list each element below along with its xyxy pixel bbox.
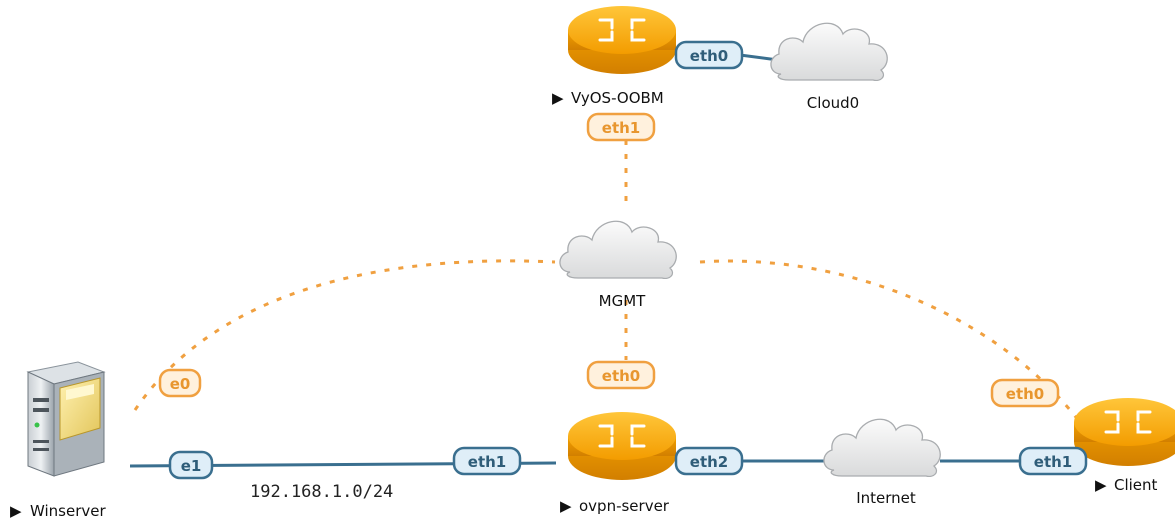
node-cloud0[interactable]: Cloud0 bbox=[770, 22, 888, 112]
router-icon bbox=[566, 4, 678, 76]
svg-text:eth1: eth1 bbox=[602, 119, 640, 137]
node-label-cloud0: Cloud0 bbox=[807, 94, 859, 112]
node-vyos-oobm[interactable]: ▶ VyOS-OOBM bbox=[552, 4, 678, 107]
link-client-mgmt[interactable] bbox=[699, 259, 1092, 437]
svg-text:eth0: eth0 bbox=[1006, 385, 1044, 403]
node-winserver[interactable]: ▶ Winserver bbox=[10, 361, 106, 520]
svg-text:eth0: eth0 bbox=[602, 367, 640, 385]
interface-badge-ovpn-eth2[interactable]: eth2 bbox=[674, 446, 744, 476]
node-label-ovpn-server: ovpn-server bbox=[579, 497, 670, 515]
interface-badge-client-eth0[interactable]: eth0 bbox=[990, 378, 1060, 408]
cloud-icon bbox=[770, 22, 888, 82]
cloud-icon bbox=[823, 418, 941, 478]
router-icon bbox=[1072, 396, 1175, 468]
cloud-icon bbox=[559, 220, 677, 280]
svg-text:e1: e1 bbox=[181, 457, 202, 475]
play-icon: ▶ bbox=[10, 502, 22, 520]
svg-text:eth0: eth0 bbox=[690, 47, 728, 65]
network-label-lan: 192.168.1.0/24 bbox=[250, 482, 393, 502]
interface-badge-ovpn-eth1[interactable]: eth1 bbox=[452, 446, 522, 476]
router-icon bbox=[566, 410, 678, 482]
interface-badge-vyos-eth1[interactable]: eth1 bbox=[586, 112, 656, 142]
play-icon: ▶ bbox=[1095, 476, 1107, 494]
node-label-internet: Internet bbox=[856, 489, 916, 507]
node-internet[interactable]: Internet bbox=[823, 418, 941, 507]
interface-badge-client-eth1[interactable]: eth1 bbox=[1018, 446, 1088, 476]
node-label-mgmt: MGMT bbox=[599, 292, 647, 310]
node-label-winserver: Winserver bbox=[30, 502, 106, 520]
server-icon bbox=[26, 361, 106, 477]
interface-badge-winserver-e0[interactable]: e0 bbox=[158, 368, 202, 398]
node-ovpn-server[interactable]: ▶ ovpn-server bbox=[560, 410, 678, 515]
node-client[interactable]: ▶ Client bbox=[1072, 396, 1175, 494]
svg-text:eth1: eth1 bbox=[468, 453, 506, 471]
interface-badge-ovpn-eth0[interactable]: eth0 bbox=[586, 360, 656, 390]
svg-text:eth2: eth2 bbox=[690, 453, 728, 471]
play-icon: ▶ bbox=[560, 497, 572, 515]
play-icon: ▶ bbox=[552, 89, 564, 107]
interface-badge-vyos-eth0[interactable]: eth0 bbox=[674, 40, 744, 70]
node-mgmt[interactable]: MGMT bbox=[559, 220, 677, 310]
link-winserver-mgmt[interactable] bbox=[133, 259, 556, 411]
node-label-vyos-oobm: VyOS-OOBM bbox=[571, 89, 664, 107]
interface-badge-winserver-e1[interactable]: e1 bbox=[168, 450, 214, 480]
svg-text:e0: e0 bbox=[170, 375, 191, 393]
svg-text:eth1: eth1 bbox=[1034, 453, 1072, 471]
node-label-client: Client bbox=[1114, 476, 1158, 494]
